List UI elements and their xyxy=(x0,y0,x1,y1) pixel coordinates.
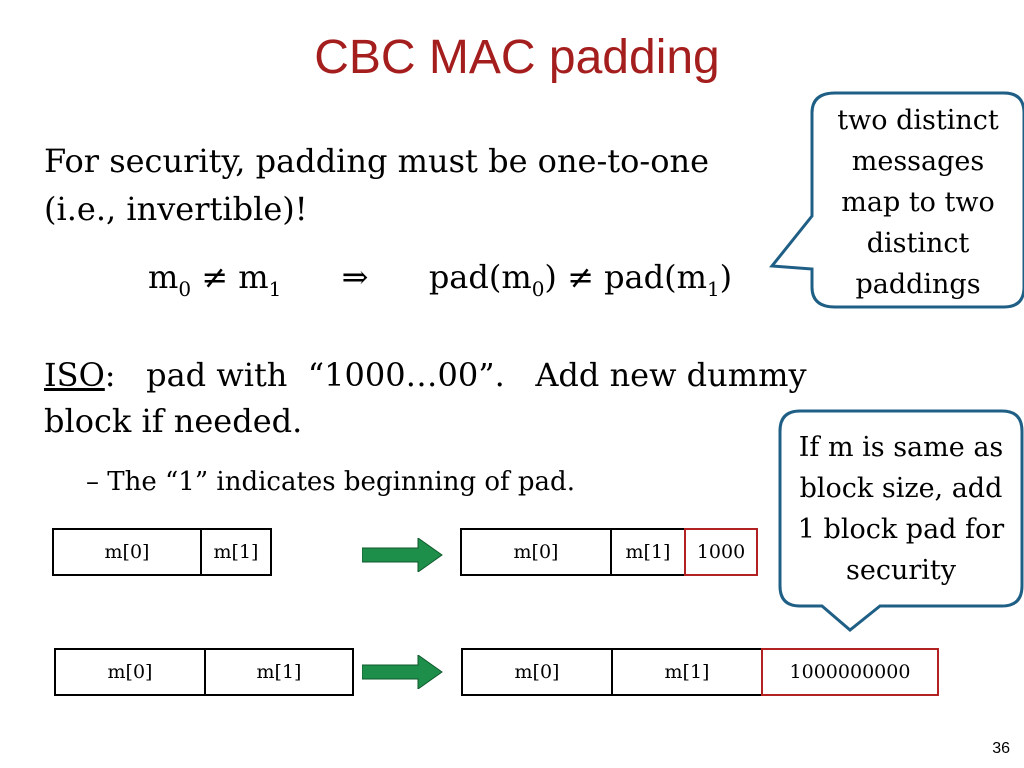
intro-line-2: (i.e., invertible)! xyxy=(44,190,308,228)
callout-top-line: map to two xyxy=(841,187,995,218)
block-m0: m[0] xyxy=(54,648,206,696)
formula-m0: m0 xyxy=(148,258,192,301)
callout-bottom-line: security xyxy=(846,555,956,586)
callout-top-line: distinct xyxy=(866,228,970,259)
intro-line-1: For security, padding must be one-to-one xyxy=(44,142,710,180)
callout-top-text: two distinct messages map to two distinc… xyxy=(812,100,1024,305)
iso-description: : pad with “1000…00”. Add new dummy xyxy=(104,356,807,394)
block-m0: m[0] xyxy=(461,648,613,696)
callout-bottom-line: If m is same as xyxy=(798,432,1004,463)
formula-pad-m0: pad(m0) xyxy=(428,258,557,301)
callout-top-line: messages xyxy=(851,146,985,177)
row1-arrow-icon xyxy=(362,538,443,572)
callout-top-line: two distinct xyxy=(837,105,999,136)
callout-bottom-line: block size, add xyxy=(799,473,1003,504)
block-m1: m[1] xyxy=(200,528,272,576)
block-m1: m[1] xyxy=(611,648,763,696)
iso-bullet: – The “1” indicates beginning of pad. xyxy=(86,467,575,497)
callout-bottom-line: 1 block pad for xyxy=(797,514,1005,545)
iso-label: ISO xyxy=(44,356,105,394)
block-m1: m[1] xyxy=(204,648,354,696)
formula-pad-m1: pad(m1) xyxy=(604,258,733,301)
pad-block: 1000000000 xyxy=(761,648,939,696)
callout-top-line: paddings xyxy=(855,269,981,300)
slide-number: 36 xyxy=(992,740,1010,757)
formula-neq-1: ≠ xyxy=(201,258,229,296)
formula: m0 ≠ m1 ⇒ pad(m0) ≠ pad(m1) xyxy=(148,258,733,301)
iso-line-1: ISO: pad with “1000…00”. Add new dummy xyxy=(44,356,807,394)
block-m0: m[0] xyxy=(460,528,612,576)
formula-neq-2: ≠ xyxy=(567,258,594,296)
implies-symbol: ⇒ xyxy=(341,258,369,296)
row2-arrow-icon xyxy=(362,655,443,689)
block-m1: m[1] xyxy=(610,528,686,576)
callout-bottom-text: If m is same as block size, add 1 block … xyxy=(780,427,1022,591)
formula-m1: m1 xyxy=(238,258,282,301)
iso-line-2: block if needed. xyxy=(44,402,303,440)
block-m0: m[0] xyxy=(52,528,202,576)
callout-top-bubble xyxy=(769,91,1024,309)
callout-bottom-bubble xyxy=(778,409,1024,632)
slide-title: CBC MAC padding xyxy=(314,31,720,84)
pad-block: 1000 xyxy=(684,528,758,576)
